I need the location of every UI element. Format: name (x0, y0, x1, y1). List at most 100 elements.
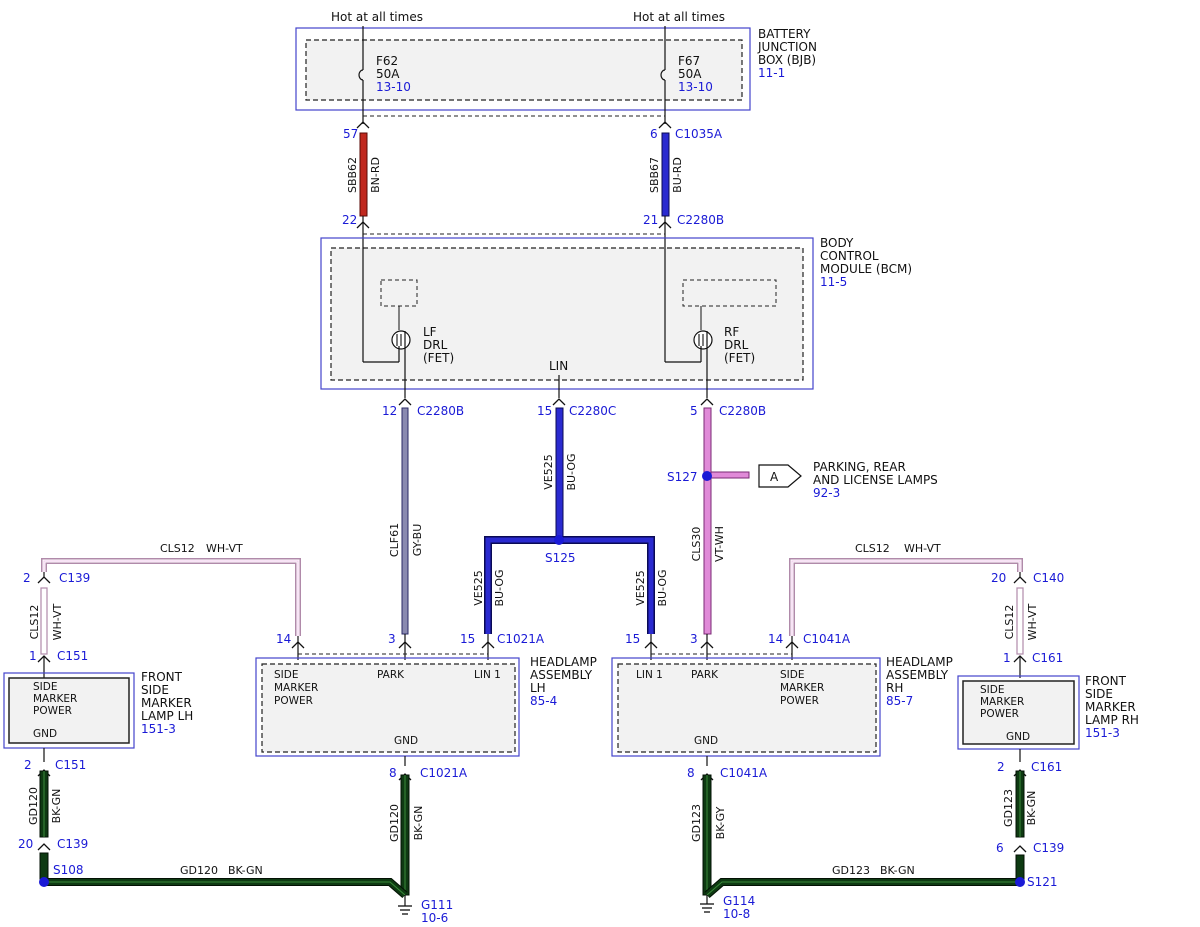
ground-wire-marker-rh: 2 C161 GD123 BK-GN 6 C139 (996, 749, 1064, 880)
hl-lh-name-1: HEADLAMP (530, 655, 597, 669)
feed-right-bottom-pin: 21 (643, 213, 658, 227)
marker-rh-name-1: FRONT (1085, 674, 1127, 688)
marker-rh-circuit: GD123 (1002, 789, 1015, 827)
hl-lh-lin: LIN 1 (474, 669, 501, 681)
marker-lh-lower-pin: 20 (18, 837, 33, 851)
hl-rh-ref: 85-7 (886, 694, 913, 708)
branch-right-color: BU-OG (656, 569, 669, 606)
marker-lh-name-1: FRONT (141, 670, 183, 684)
side-marker-lamp-rh: SIDE MARKER POWER GND FRONT SIDE MARKER … (957, 674, 1139, 750)
fuse-left-rating: 50A (376, 67, 400, 81)
bjb-ref: 11-1 (758, 66, 785, 80)
hl-rh-park: PARK (691, 669, 719, 681)
cls12-left-top-pin: 2 (23, 571, 31, 585)
fuse-right-rating: 50A (678, 67, 702, 81)
hl-rh-pin-lin: 15 (625, 632, 640, 646)
parking-ref-line2: AND LICENSE LAMPS (813, 473, 938, 487)
headlamp-assembly-rh: 15 3 14 C1041A LIN 1 PARK SIDE MARKER PO… (611, 632, 953, 757)
hl-lh-pin-park: 3 (388, 632, 396, 646)
marker-rh-ref: 151-3 (1085, 726, 1120, 740)
gnd-lh-vcircuit: GD120 (388, 804, 401, 842)
s127-label: S127 (667, 470, 698, 484)
side-marker-lamp-lh: SIDE MARKER POWER GND FRONT SIDE MARKER … (3, 670, 193, 749)
hl-lh-pin-side: 14 (276, 632, 291, 646)
hl-rh-side-2: MARKER (780, 682, 824, 694)
rf-drl-3: (FET) (724, 351, 755, 365)
cls12-left-bottom-conn: C151 (57, 649, 88, 663)
marker-rh-inner-2: MARKER (980, 696, 1024, 708)
marker-lh-name-2: SIDE (141, 683, 169, 697)
ground-g114: G114 10-8 (700, 894, 755, 921)
bcm-name-3: MODULE (BCM) (820, 262, 912, 276)
wire-ve525-branches: S125 VE525 BU-OG VE525 BU-OG (472, 535, 669, 634)
bjb-name-3: BOX (BJB) (758, 53, 816, 67)
cls12-right-bottom-conn: C161 (1032, 651, 1063, 665)
marker-lh-circuit: GD120 (27, 787, 40, 825)
out-right-pin: 5 (690, 404, 698, 418)
g111-ref: 10-6 (421, 911, 448, 925)
cls12-left-color: WH-VT (206, 542, 243, 555)
marker-rh-inner-1: SIDE (980, 684, 1004, 696)
s125-label: S125 (545, 551, 576, 565)
out-right-circuit: CLS30 (690, 527, 703, 562)
cls12-left-vcolor: WH-VT (51, 603, 64, 640)
marker-lh-gnd: GND (33, 728, 57, 740)
fuse-left-id: F62 (376, 54, 398, 68)
cls12-right-color: WH-VT (904, 542, 941, 555)
feed-right-circuit: SBB67 (648, 157, 661, 193)
marker-rh-gnd-pin: 2 (997, 760, 1005, 774)
gnd-lh-hcircuit: GD120 (180, 864, 218, 877)
feed-right-bottom-conn: C2280B (677, 213, 724, 227)
wire-cls12-right: CLS12 WH-VT 20 C140 CLS12 WH-VT 1 C161 (789, 542, 1064, 678)
gnd-lh-vcolor: BK-GN (412, 806, 425, 841)
out-right-color: VT-WH (713, 526, 726, 562)
hl-lh-ref: 85-4 (530, 694, 557, 708)
parking-ref-line1: PARKING, REAR (813, 460, 906, 474)
hl-rh-side-1: SIDE (780, 669, 804, 681)
marker-lh-lower-conn: C139 (57, 837, 88, 851)
splice-s121 (1015, 877, 1025, 887)
fuse-right-id: F67 (678, 54, 700, 68)
hl-lh-gnd-conn: C1021A (420, 766, 468, 780)
hl-lh-side-2: MARKER (274, 682, 318, 694)
branch-left-circuit: VE525 (472, 570, 485, 605)
marker-lh-color: BK-GN (50, 789, 63, 824)
bcm-ref: 11-5 (820, 275, 847, 289)
splice-s127 (702, 471, 712, 481)
fuse-right-ref: 13-10 (678, 80, 713, 94)
hl-rh-side-3: POWER (780, 695, 819, 707)
out-left-color: GY-BU (411, 524, 424, 557)
ground-bus-rh: S121 GD123 BK-GN (704, 864, 1058, 899)
lf-drl-3: (FET) (423, 351, 454, 365)
hl-rh-conn: C1041A (803, 632, 851, 646)
hl-lh-pin-lin: 15 (460, 632, 475, 646)
wire-ve525-main: 15 C2280C VE525 BU-OG (537, 398, 616, 541)
hl-rh-gnd-pin: 8 (687, 766, 695, 780)
gnd-rh-hcolor: BK-GN (880, 864, 915, 877)
hl-rh-pin-side: 14 (768, 632, 783, 646)
branch-right-circuit: VE525 (634, 570, 647, 605)
out-right-conn: C2280B (719, 404, 766, 418)
out-left-conn: C2280B (417, 404, 464, 418)
marker-rh-gnd-conn: C161 (1031, 760, 1062, 774)
hl-lh-conn: C1021A (497, 632, 545, 646)
marker-rh-lower-conn: C139 (1033, 841, 1064, 855)
g114-label: G114 (723, 894, 755, 908)
out-left-circuit: CLF61 (388, 523, 401, 557)
ground-wire-headlamp-lh: 8 C1021A GD120 BK-GN (388, 756, 468, 896)
marker-lh-gnd-pin: 2 (24, 758, 32, 772)
parking-ref-letter: A (770, 470, 779, 484)
marker-rh-lower-pin: 6 (996, 841, 1004, 855)
hot-label-left: Hot at all times (331, 10, 423, 24)
rf-drl-2: DRL (724, 338, 749, 352)
hl-rh-gnd: GND (694, 735, 718, 747)
hl-lh-park: PARK (377, 669, 405, 681)
hl-rh-name-1: HEADLAMP (886, 655, 953, 669)
hl-lh-name-3: LH (530, 681, 546, 695)
marker-rh-name-3: MARKER (1085, 700, 1136, 714)
fuse-icon-right (660, 69, 666, 81)
hl-lh-side-1: SIDE (274, 669, 298, 681)
marker-lh-name-3: MARKER (141, 696, 192, 710)
out-center-color: BU-OG (565, 453, 578, 490)
out-center-pin: 15 (537, 404, 552, 418)
